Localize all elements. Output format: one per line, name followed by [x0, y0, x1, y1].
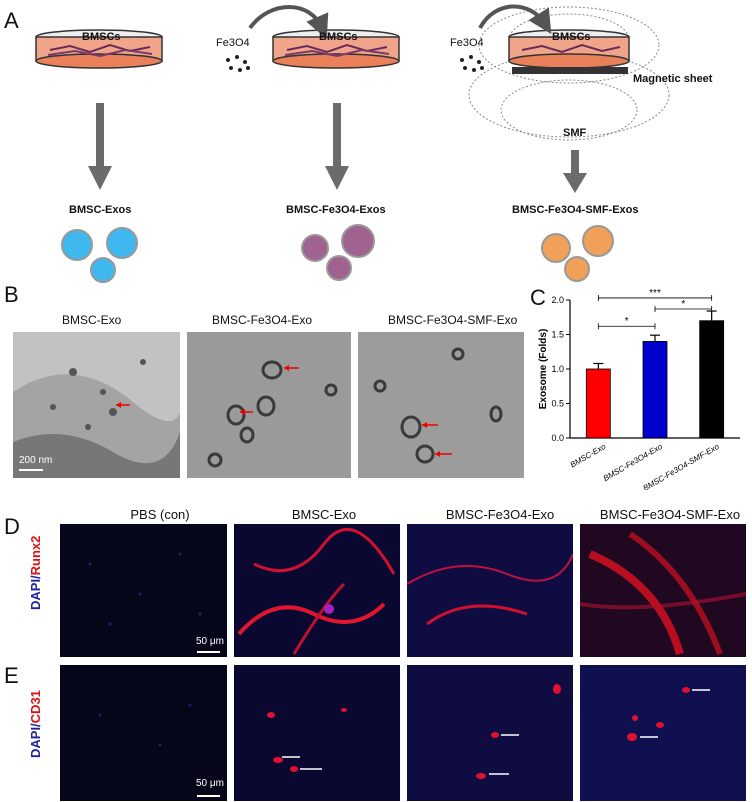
product-label-3: BMSC-Fe3O4-SMF-Exos — [512, 204, 639, 216]
panel-label-d: D — [4, 514, 20, 539]
row-d-label: DAPI/Runx2 — [28, 536, 43, 610]
fluo-e-pbs — [60, 665, 227, 801]
row-d-marker: Runx2 — [28, 535, 43, 576]
x-tick-label: BMSC-Exo — [569, 442, 608, 470]
petri-dish-2 — [272, 29, 400, 69]
bar — [699, 320, 725, 439]
schematic-diagram — [35, 4, 670, 283]
fluo-col-title-4: BMSC-Fe3O4-SMF-Exo — [599, 507, 741, 522]
product-label-2: BMSC-Fe3O4-Exos — [286, 204, 386, 216]
y-tick-label: 0.5 — [551, 399, 564, 409]
bar — [642, 341, 668, 439]
tem-image-3 — [358, 332, 524, 478]
dish-label-1: BMSCs — [82, 31, 121, 43]
panel-label-b: B — [4, 282, 19, 307]
tem-scale-label: 200 nm — [19, 455, 53, 466]
y-tick-label: 2.0 — [551, 295, 564, 305]
fluo-e-fe3o4 — [407, 665, 573, 801]
dish-label-2: BMSCs — [319, 31, 358, 43]
y-tick-label: 1.5 — [551, 330, 564, 340]
tem-title-3: BMSC-Fe3O4-SMF-Exo — [388, 313, 518, 327]
fluo-scale-e: 50 μm — [196, 778, 224, 789]
petri-dish-1 — [35, 29, 163, 69]
significance-label: *** — [649, 288, 661, 299]
fluo-col-title-1: PBS (con) — [130, 507, 190, 522]
exosomes-2 — [301, 224, 375, 281]
row-e-marker: CD31 — [28, 690, 43, 724]
fluo-col-title-3: BMSC-Fe3O4-Exo — [445, 507, 555, 522]
panel-label-e: E — [4, 663, 19, 688]
bar — [585, 368, 611, 439]
fluo-d-smf — [580, 524, 746, 657]
panel-label-c: C — [530, 285, 546, 310]
fluo-d-fe3o4 — [407, 524, 573, 657]
fluo-scale-d: 50 μm — [196, 636, 224, 647]
magnetic-sheet-label: Magnetic sheet — [633, 73, 713, 85]
fluo-e-exo — [234, 665, 400, 801]
reagent-label-1: Fe3O4 — [216, 37, 250, 49]
exosomes-3 — [541, 225, 614, 282]
significance-label: * — [625, 316, 629, 327]
product-label-1: BMSC-Exos — [69, 204, 132, 216]
y-tick-label: 0.0 — [551, 433, 564, 443]
fluo-d-exo — [234, 524, 400, 657]
tem-image-2 — [187, 332, 351, 478]
smf-label: SMF — [563, 127, 587, 139]
fluo-d-pbs — [60, 524, 227, 657]
significance-label: * — [681, 299, 685, 310]
row-e-dapi: DAPI/ — [28, 723, 43, 758]
y-axis-label: Exosome (Folds) — [538, 329, 549, 410]
row-d-dapi: DAPI/ — [28, 575, 43, 610]
panel-label-a: A — [4, 8, 19, 33]
exosomes-1 — [61, 227, 138, 283]
fluo-e-smf — [580, 665, 746, 801]
tem-title-2: BMSC-Fe3O4-Exo — [212, 313, 313, 327]
y-tick-label: 1.0 — [551, 364, 564, 374]
tem-title-1: BMSC-Exo — [62, 313, 122, 327]
dish-label-3: BMSCs — [552, 31, 591, 43]
reagent-label-2: Fe3O4 — [450, 37, 484, 49]
row-e-label: DAPI/CD31 — [28, 690, 43, 758]
fluo-col-title-2: BMSC-Exo — [291, 507, 357, 522]
tem-image-1: 200 nm — [13, 332, 180, 478]
